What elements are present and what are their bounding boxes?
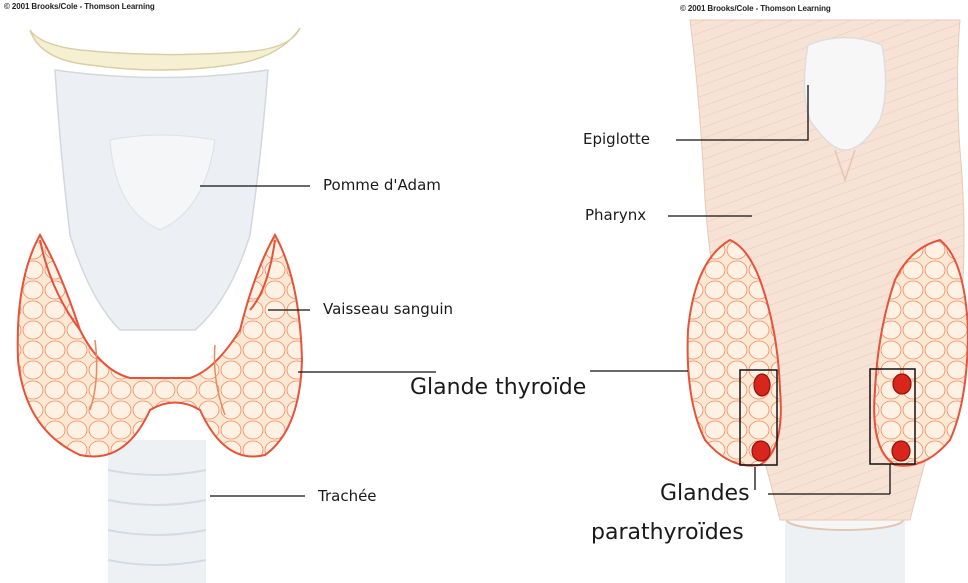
hyoid-bone [30,28,300,70]
label-glandes: Glandes [660,481,750,506]
copyright-right: © 2001 Brooks/Cole - Thomson Learning [680,4,831,13]
left-trachea [108,440,206,583]
label-parathyroides: parathyroïdes [591,520,744,545]
label-glande-thyroide: Glande thyroïde [410,375,586,400]
label-pomme-adam: Pomme d'Adam [323,176,441,194]
label-epiglotte: Epiglotte [583,130,650,148]
label-trachee: Trachée [318,487,377,505]
label-pharynx: Pharynx [585,206,646,224]
copyright-left: © 2001 Brooks/Cole - Thomson Learning [4,2,155,11]
label-vaisseau-sanguin: Vaisseau sanguin [323,300,453,318]
